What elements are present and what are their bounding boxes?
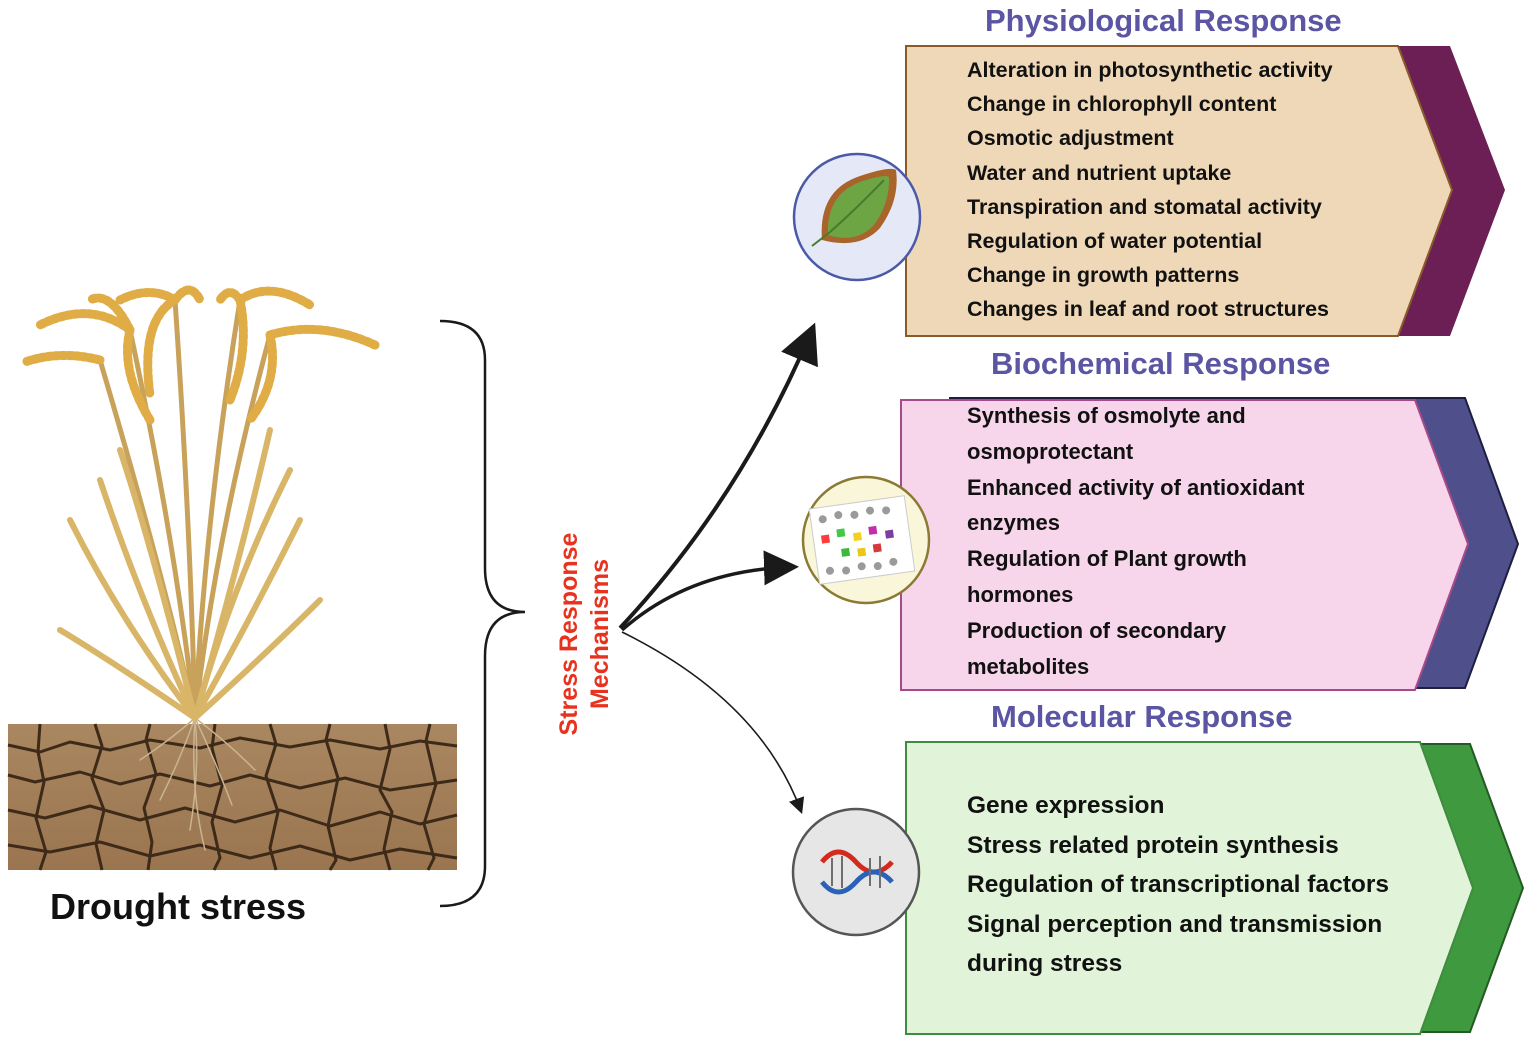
- mechanisms-line-2: Mechanisms: [586, 558, 614, 710]
- list-item: Osmotic adjustment: [967, 126, 1174, 151]
- list-item: during stress: [967, 950, 1123, 978]
- list-item: Alteration in photosynthetic activity: [967, 58, 1333, 82]
- list-item: Signal perception and transmission: [967, 910, 1383, 938]
- physiological-chevron-box: [905, 45, 1454, 337]
- list-item: Gene expression: [967, 792, 1165, 819]
- curly-bracket: [439, 319, 526, 908]
- list-item: Water and nutrient uptake: [967, 160, 1232, 185]
- rice-plant-illustration: [20, 285, 380, 851]
- molecular-section: [905, 741, 1525, 1035]
- molecular-title: Molecular Response: [991, 699, 1293, 734]
- biochemical-title: Biochemical Response: [991, 346, 1331, 381]
- arrow-to-molecular: [621, 631, 805, 815]
- biochemical-section: [900, 397, 1520, 691]
- list-item: Regulation of transcriptional factors: [967, 871, 1389, 899]
- physiological-section: [905, 45, 1505, 337]
- physiological-title: Physiological Response: [985, 3, 1342, 38]
- physiological-list: Alteration in photosynthetic activity Ch…: [967, 53, 1333, 327]
- list-item: Stress related protein synthesis: [967, 831, 1339, 859]
- list-item: Regulation of water potential: [967, 228, 1263, 253]
- leaf-icon: [792, 152, 922, 282]
- mechanisms-line-1: Stress Response: [555, 532, 583, 736]
- list-item: Change in growth patterns: [967, 263, 1240, 288]
- list-item: Enhanced activity of antioxidant: [967, 474, 1305, 500]
- list-item: Transpiration and stomatal activity: [967, 194, 1322, 219]
- list-item: hormones: [967, 581, 1074, 607]
- molecular-chevron-box: [905, 741, 1475, 1035]
- cracked-soil-image: [7, 723, 458, 871]
- biochemical-list: Synthesis of osmolyte and osmoprotectant…: [967, 398, 1304, 684]
- arrow-to-biochemical: [620, 550, 799, 632]
- stress-response-mechanisms-label: Stress Response Mechanisms: [554, 533, 616, 736]
- molecular-list: Gene expression Stress related protein s…: [967, 786, 1389, 984]
- dna-icon: [791, 807, 921, 937]
- list-item: osmoprotectant: [967, 438, 1134, 464]
- list-item: metabolites: [967, 653, 1090, 679]
- list-item: Regulation of Plant growth: [967, 546, 1247, 572]
- drought-stress-label: Drought stress: [50, 886, 307, 927]
- list-item: Changes in leaf and root structures: [967, 297, 1329, 322]
- list-item: Change in chlorophyll content: [967, 92, 1277, 117]
- arrow-to-physiological: [618, 322, 818, 630]
- list-item: Production of secondary: [967, 617, 1227, 643]
- molecule-chart-icon: [801, 475, 931, 605]
- list-item: enzymes: [967, 510, 1060, 536]
- list-item: Synthesis of osmolyte and: [967, 403, 1246, 428]
- biochemical-chevron-box: [900, 399, 1470, 691]
